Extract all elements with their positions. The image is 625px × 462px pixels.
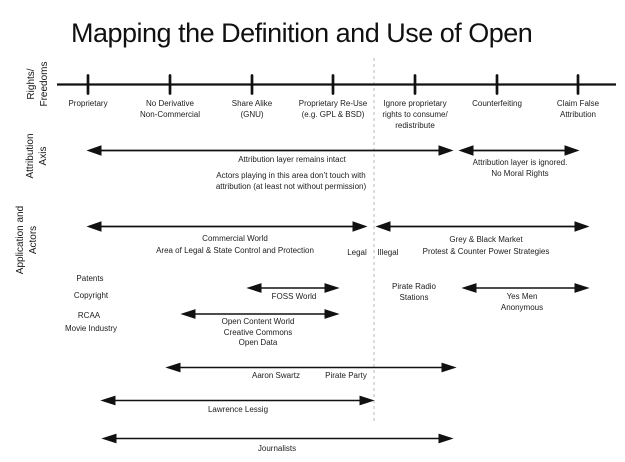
arrow-foss-world [246, 283, 340, 293]
arrow-journalists [101, 433, 454, 444]
rights-axis [57, 74, 616, 95]
label-grey-black-market: Grey & Black Market Protest & Counter Po… [422, 235, 550, 256]
arrow-attribution-intact [86, 145, 454, 156]
tick-label-no-derivative: No Derivative Non-Commercial [139, 99, 201, 119]
tick-label-share-alike: Share Alike (GNU) [231, 99, 273, 119]
label-commercial-world: Commercial World Area of Legal & State C… [156, 234, 314, 255]
tick-label-proprietary-reuse: Proprietary Re-Use (e.g. GPL & BSD) [298, 99, 368, 119]
label-movie-industry: Movie Industry [64, 324, 118, 333]
label-yes-men: Yes Men Anonymous [500, 292, 544, 312]
tick-label-claim-false: Claim False Attribution [556, 99, 600, 119]
label-rcaa: RCAA [77, 311, 101, 320]
label-pirate-party: Pirate Party [325, 371, 367, 380]
label-journalists: Journalists [257, 444, 297, 453]
tick-label-counterfeiting: Counterfeiting [472, 99, 522, 108]
tick-label-proprietary: Proprietary [68, 99, 108, 108]
label-legal: Legal [347, 248, 367, 257]
arrow-attribution-ignored [458, 145, 580, 156]
label-open-content: Open Content World Creative Commons Open… [221, 317, 295, 347]
label-illegal: Illegal [377, 248, 399, 257]
label-attribution-ignored: Attribution layer is ignored. No Moral R… [472, 158, 568, 178]
arrow-open-content-world [180, 309, 340, 319]
rights-axis-ticks [86, 74, 580, 95]
arrow-grey-black-market [375, 221, 590, 232]
tick-label-ignore-rights: Ignore proprietary rights to consume/ re… [382, 99, 448, 130]
arrow-lawrence-lessig [100, 395, 375, 406]
arrow-yes-men [461, 283, 590, 293]
label-lawrence-lessig: Lawrence Lessig [207, 405, 269, 414]
label-attribution-intact: Attribution layer remains intact [238, 155, 346, 164]
note-attribution-intact: Actors playing in this area don’t touch … [215, 171, 367, 191]
label-foss-world: FOSS World [271, 292, 317, 301]
arrow-aaron-swartz-pirate-party [165, 362, 457, 373]
label-patents: Patents [76, 274, 104, 283]
page-title: Mapping the Definition and Use of Open [71, 18, 533, 48]
arrow-commercial-world [86, 221, 368, 232]
label-aaron-swartz: Aaron Swartz [251, 371, 301, 380]
label-pirate-radio: Pirate Radio Stations [391, 282, 437, 302]
label-copyright: Copyright [73, 291, 109, 300]
